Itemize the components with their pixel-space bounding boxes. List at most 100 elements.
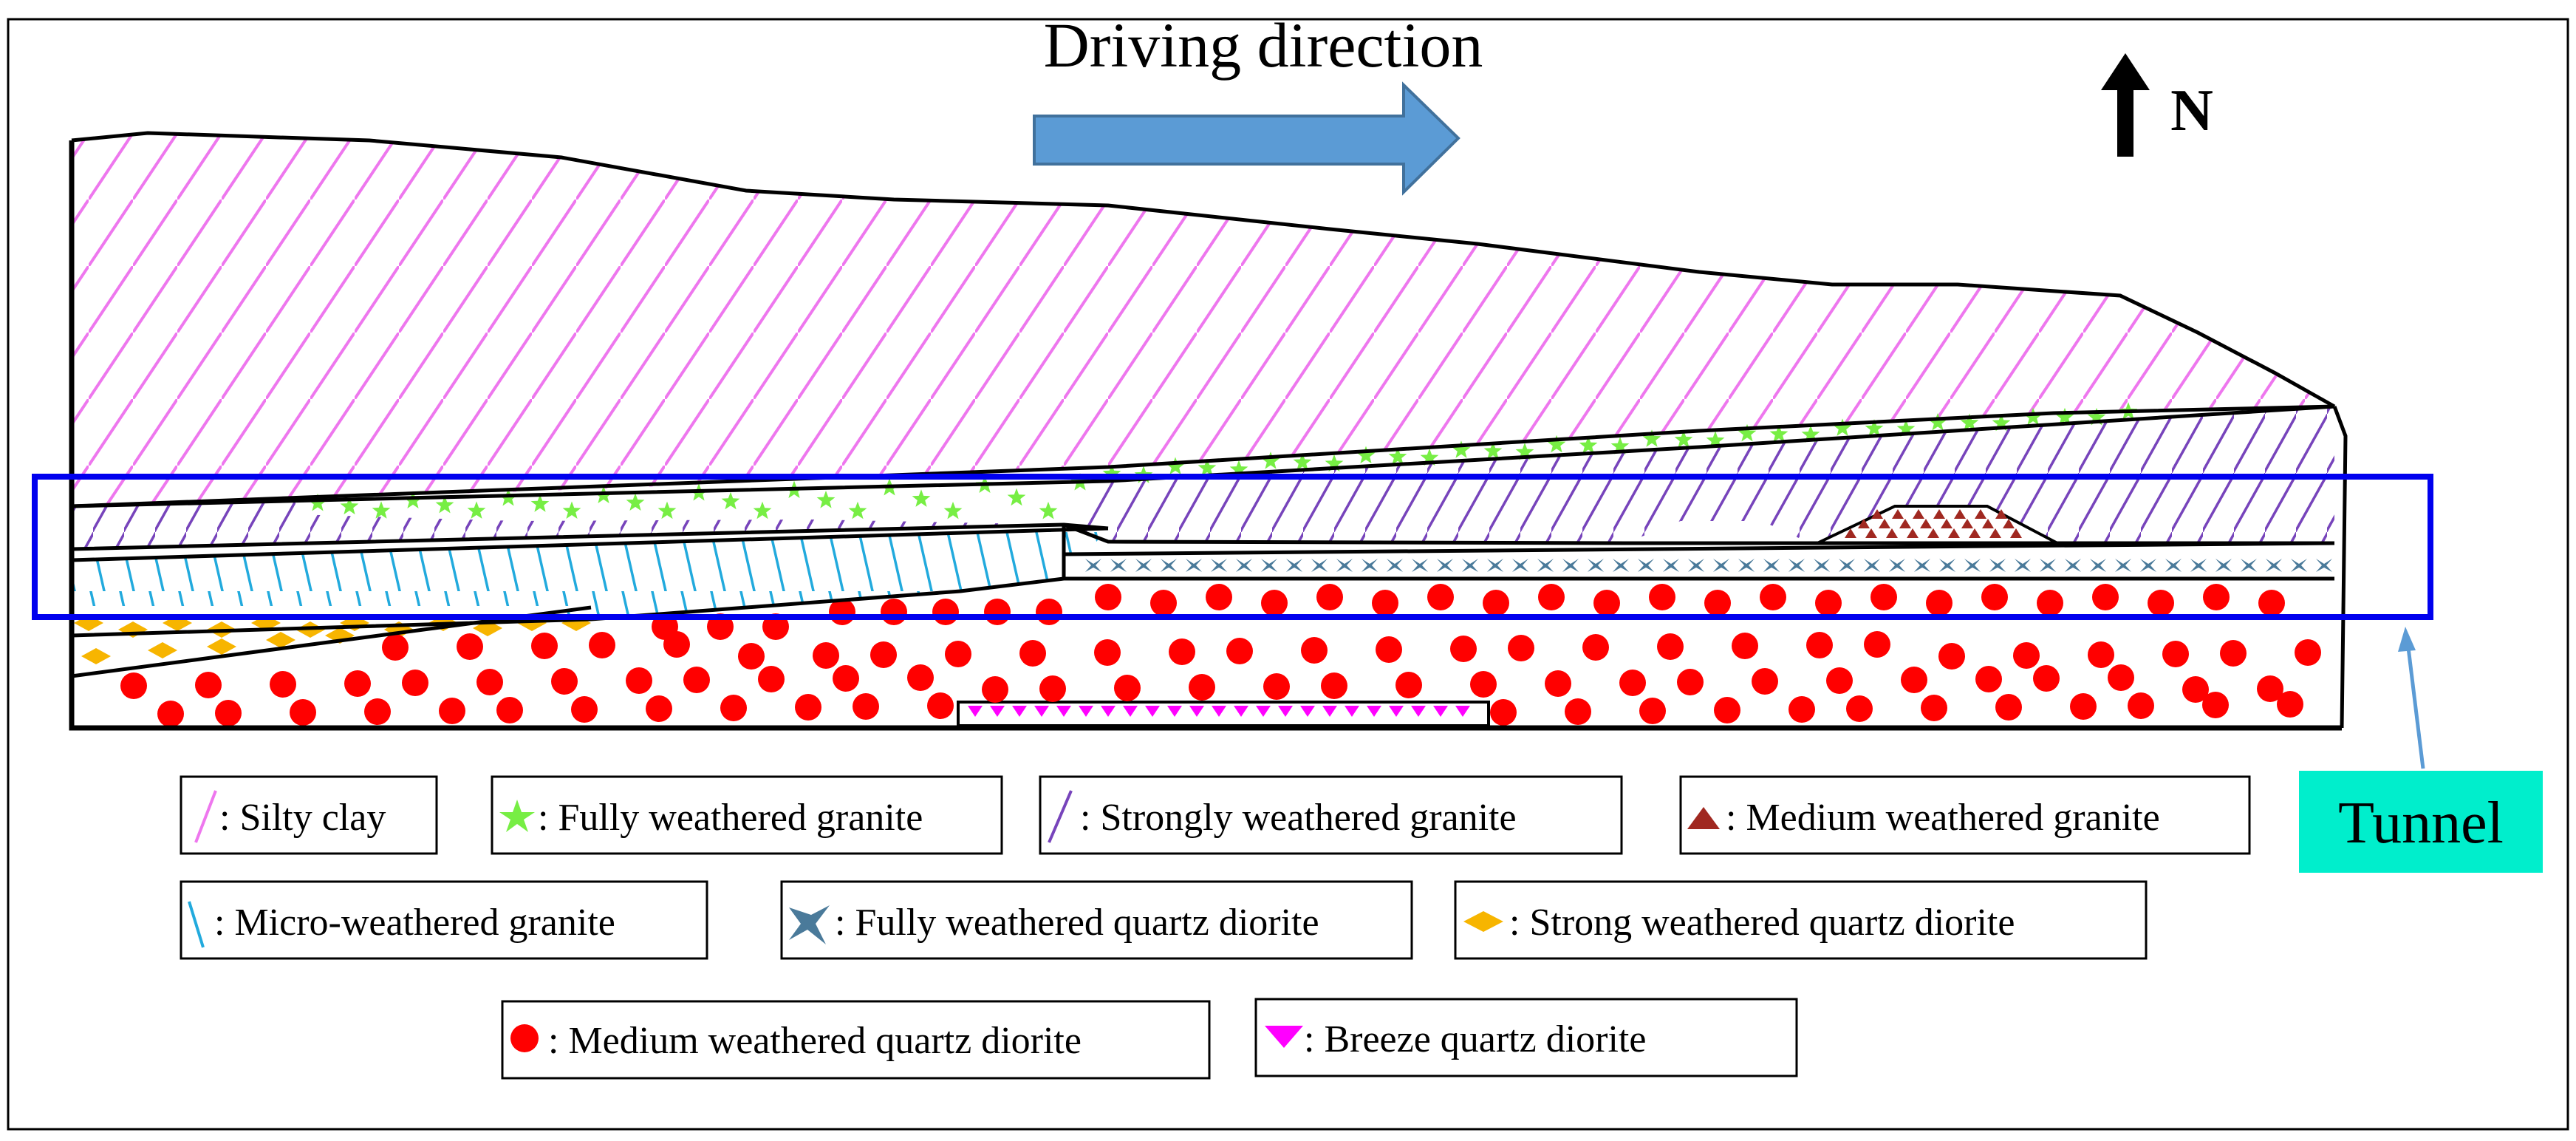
circle-icon	[382, 634, 409, 661]
four-point-star-icon	[1135, 559, 1152, 572]
star-icon	[340, 497, 359, 515]
circle-icon	[663, 631, 690, 658]
triangle-down-icon	[1101, 706, 1116, 717]
circle-icon	[1704, 590, 1731, 616]
circle-icon	[626, 667, 652, 694]
triangle-up-icon	[2010, 528, 2022, 538]
four-point-star-icon	[1236, 559, 1252, 572]
boundary-lines	[69, 131, 2348, 731]
legend-item-breeze-quartz-diorite: : Breeze quartz diorite	[1254, 998, 1798, 1077]
star-icon	[1547, 435, 1566, 453]
layer-silty-clay	[72, 133, 2334, 506]
triangle-down-icon	[1145, 706, 1160, 717]
diagram-title: Driving direction	[1044, 10, 1483, 81]
circle-icon	[457, 633, 483, 660]
triangle-down-icon	[1056, 706, 1071, 717]
diamond-icon	[266, 632, 295, 648]
star-icon	[435, 495, 454, 514]
triangle-up-icon	[1886, 528, 1898, 538]
four-point-star-icon	[1537, 559, 1554, 572]
four-point-star-icon	[2316, 559, 2332, 572]
tunnel-pointer-arrow	[2405, 635, 2425, 769]
triangle-up-icon	[1879, 519, 1890, 528]
circle-icon	[1321, 672, 1347, 699]
circle-icon	[1752, 668, 1778, 695]
four-point-star-icon	[1638, 559, 1654, 572]
circle-icon	[738, 643, 765, 670]
four-point-star-icon	[1562, 559, 1579, 572]
triangle-down-icon	[1123, 706, 1138, 717]
four-point-star-icon	[1462, 559, 1478, 572]
driving-direction-arrow	[1033, 81, 1460, 196]
triangle-up-icon	[1687, 807, 1720, 829]
circle-icon	[2108, 664, 2134, 691]
circle-icon	[1150, 590, 1177, 616]
four-point-star-icon	[1412, 559, 1428, 572]
star-icon	[1261, 452, 1280, 469]
circle-icon	[2128, 692, 2154, 719]
circle-icon	[2295, 639, 2321, 666]
circle-icon	[1815, 590, 1842, 616]
triangle-down-icon	[1234, 706, 1248, 717]
circle-icon	[439, 698, 465, 724]
four-point-star-icon	[1613, 559, 1629, 572]
triangle-down-icon	[1079, 706, 1093, 717]
star-icon	[1738, 423, 1757, 442]
star-icon	[1960, 413, 1979, 431]
circle-icon	[1316, 584, 1343, 610]
circle-icon	[758, 666, 785, 692]
triangle-up-icon	[2003, 519, 2015, 528]
slash-icon	[194, 790, 217, 843]
four-point-star-icon	[2165, 559, 2182, 572]
circle-icon	[1657, 633, 1684, 660]
triangle-up-icon	[1913, 509, 1924, 519]
star-icon	[1420, 448, 1439, 466]
star-icon	[1293, 452, 1312, 471]
star-icon	[562, 501, 581, 519]
four-point-star-icon	[1085, 559, 1101, 572]
circle-icon	[881, 599, 907, 625]
legend-label: : Medium weathered quartz diorite	[548, 1020, 1082, 1062]
circle-icon	[870, 641, 897, 668]
triangle-down-icon	[1322, 706, 1337, 717]
legend-label: : Strong weathered quartz diorite	[1509, 902, 2015, 944]
circle-icon	[795, 694, 821, 721]
star-icon	[467, 501, 486, 519]
circle-icon	[510, 1024, 539, 1052]
circle-icon	[1395, 672, 1422, 698]
star-icon	[2087, 407, 2106, 426]
legend-label: : Fully weathered quartz diorite	[835, 902, 1319, 944]
circle-icon	[1206, 584, 1232, 610]
star-icon	[1769, 424, 1788, 443]
four-point-star-icon	[1211, 559, 1227, 572]
circle-icon	[927, 692, 954, 719]
star-icon	[372, 501, 391, 519]
circle-icon	[1545, 670, 1571, 697]
circle-icon	[1095, 584, 1121, 610]
circle-icon	[2088, 641, 2114, 668]
slash-icon	[1048, 790, 1073, 843]
star-icon	[1579, 436, 1598, 454]
star-icon	[1388, 447, 1407, 465]
north-label: N	[2170, 78, 2213, 143]
four-point-star-icon	[1588, 559, 1604, 572]
circle-icon	[1372, 590, 1398, 616]
legend-item-medium-weathered-granite: : Medium weathered granite	[1679, 775, 2251, 855]
circle-icon	[1593, 590, 1620, 616]
circle-icon	[1565, 698, 1591, 725]
four-point-star-icon	[1186, 559, 1202, 572]
circle-icon	[571, 696, 598, 723]
star-icon	[1198, 458, 1217, 477]
triangle-up-icon	[1865, 528, 1877, 538]
triangle-down-icon	[1167, 706, 1182, 717]
circle-icon	[1639, 698, 1666, 724]
four-point-star-icon	[2090, 559, 2106, 572]
circle-icon	[1169, 638, 1195, 665]
circle-icon	[2220, 640, 2247, 667]
circle-icon	[1263, 673, 1290, 700]
star-icon	[1007, 488, 1026, 506]
triangle-down-icon	[1300, 706, 1315, 717]
circle-icon	[833, 665, 859, 692]
triangle-down-icon	[1034, 706, 1049, 717]
